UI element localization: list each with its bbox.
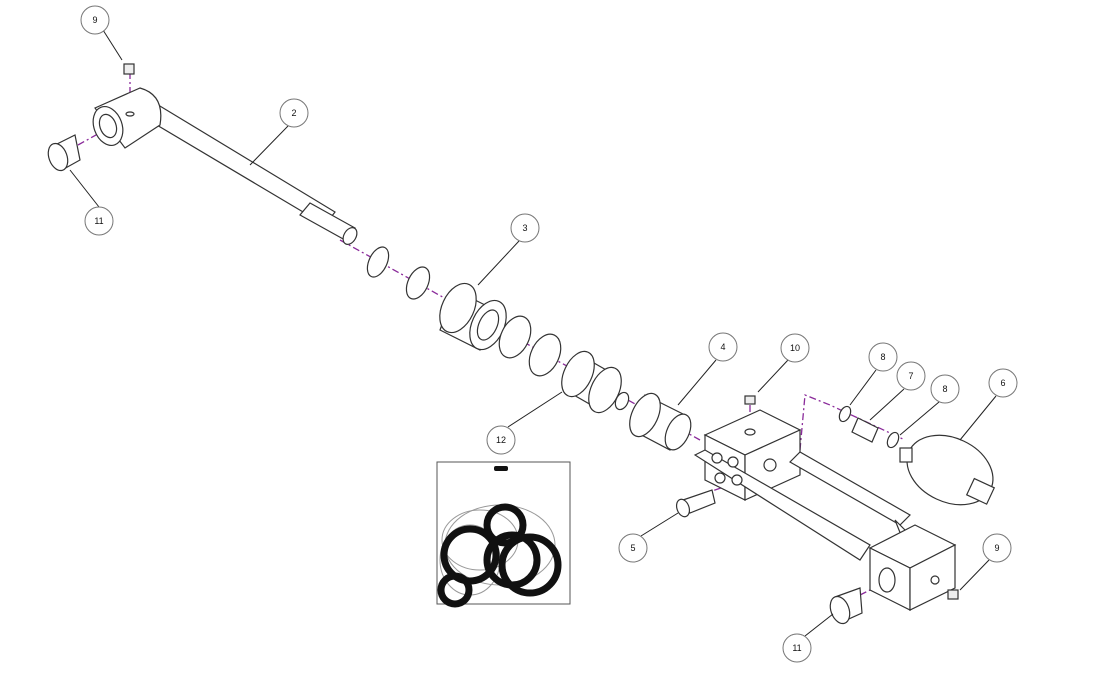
part-3-gland <box>439 282 507 351</box>
svg-text:10: 10 <box>790 343 800 353</box>
svg-text:6: 6 <box>1000 378 1005 388</box>
svg-text:8: 8 <box>880 352 885 362</box>
svg-text:3: 3 <box>522 223 527 233</box>
callout-6: 6 <box>988 368 1018 398</box>
part-2-piston-rod <box>92 87 358 245</box>
part-9-grease-nipple-top <box>123 63 135 117</box>
svg-text:11: 11 <box>792 643 801 653</box>
part-6-accumulator <box>899 434 996 506</box>
callout-12: 12 <box>486 425 516 455</box>
part-5-relief-valve <box>675 489 716 518</box>
callout-5: 5 <box>618 533 648 563</box>
svg-text:12: 12 <box>496 435 506 445</box>
callout-8-a: 8 <box>868 342 898 372</box>
part-11-bushing-bottom <box>829 587 863 625</box>
part-8-7-8-fittings <box>838 405 900 449</box>
part-12-seal-kit <box>436 461 571 608</box>
svg-text:5: 5 <box>630 543 635 553</box>
callout-4: 4 <box>708 332 738 362</box>
part-piston <box>561 350 630 414</box>
o-rings <box>498 315 562 377</box>
part-4-end-cap <box>629 392 692 451</box>
callout-8-b: 8 <box>930 374 960 404</box>
part-10-plug <box>744 395 756 405</box>
callout-9-right: 9 <box>982 533 1012 563</box>
callout-11-left: 11 <box>84 206 114 236</box>
callout-7: 7 <box>896 361 926 391</box>
svg-text:7: 7 <box>908 371 913 381</box>
svg-text:9: 9 <box>92 15 97 25</box>
callout-9-top: 9 <box>80 5 110 35</box>
callout-10: 10 <box>780 333 810 363</box>
callout-3: 3 <box>510 213 540 243</box>
rod-seals <box>366 246 431 300</box>
svg-text:8: 8 <box>942 384 947 394</box>
svg-text:11: 11 <box>94 216 103 226</box>
svg-text:4: 4 <box>720 342 725 352</box>
valve-block-body <box>693 409 957 611</box>
leader-lines <box>69 29 997 637</box>
part-11-bushing-left <box>47 134 81 172</box>
part-9-grease-nipple-right <box>947 589 959 600</box>
svg-text:9: 9 <box>994 543 999 553</box>
callout-11-bottom: 11 <box>782 633 812 663</box>
callout-2: 2 <box>279 98 309 128</box>
svg-text:2: 2 <box>291 108 296 118</box>
